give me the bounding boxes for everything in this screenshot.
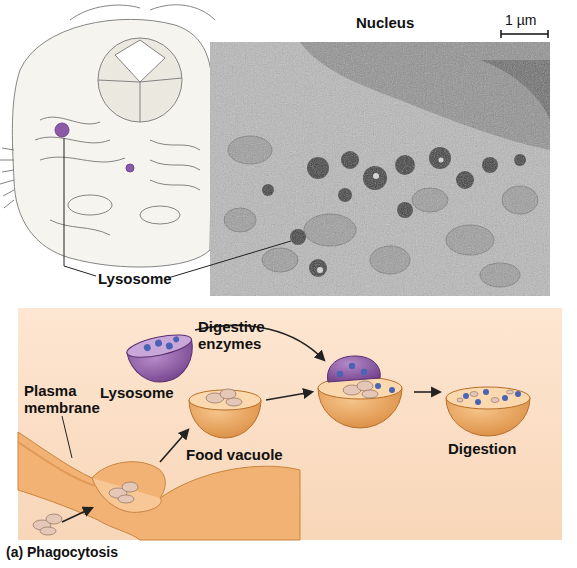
lysosome-dot xyxy=(126,164,134,172)
fusing-vesicles xyxy=(318,356,402,428)
part-label: Lysosome xyxy=(100,384,190,401)
particle xyxy=(33,482,138,535)
part-label: Lysosome xyxy=(98,270,188,287)
part-label: Nucleus xyxy=(356,14,446,31)
cell-drawing xyxy=(0,5,215,267)
caption: (a) Phagocytosis xyxy=(6,544,306,561)
digesting-vacuole xyxy=(446,387,530,436)
process-arrow xyxy=(62,325,440,522)
lysosome xyxy=(125,330,199,388)
part-label: Food vacuole xyxy=(186,446,296,463)
leader-line xyxy=(64,138,291,278)
micrograph xyxy=(210,42,550,296)
leader-line xyxy=(62,416,72,458)
scale-bar xyxy=(501,30,548,38)
part-label: Digestion xyxy=(448,440,548,457)
part-label: 1 µm xyxy=(505,12,555,29)
lysosome-dot xyxy=(55,123,69,137)
plasma-membrane xyxy=(18,432,300,540)
part-label: Plasma membrane xyxy=(24,382,108,416)
part-label: Digestive enzymes xyxy=(198,318,286,352)
panel xyxy=(18,308,562,540)
food-vacuole xyxy=(189,389,261,438)
